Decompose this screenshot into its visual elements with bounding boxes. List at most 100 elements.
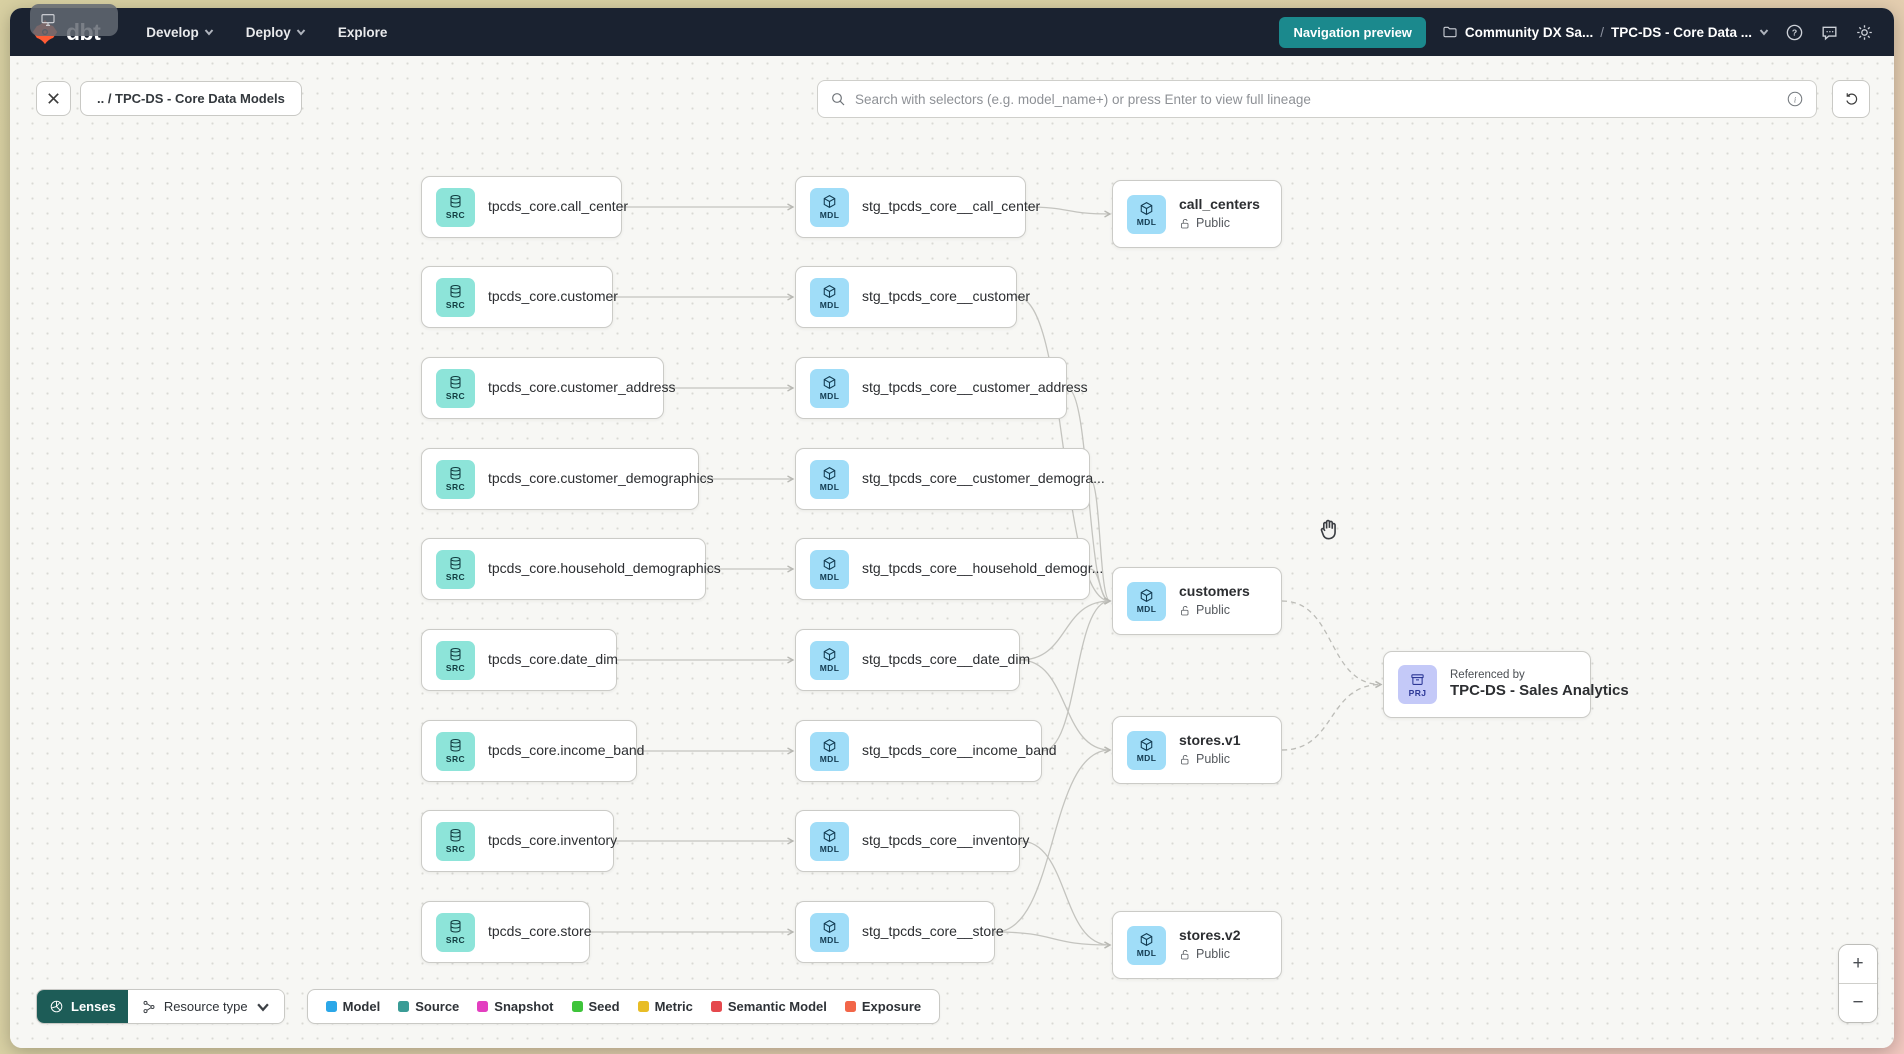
node-title: tpcds_core.customer_address: [488, 379, 676, 396]
lineage-node[interactable]: MDL stg_tpcds_core__household_demogr...: [795, 538, 1103, 600]
lineage-node[interactable]: SRC tpcds_core.customer: [421, 266, 618, 328]
legend-label: Snapshot: [494, 999, 554, 1014]
legend-label: Exposure: [861, 999, 922, 1014]
lineage-canvas[interactable]: SRC tpcds_core.call_center SRC tpcds_cor…: [10, 56, 1894, 1048]
nav-menu-deploy[interactable]: Deploy: [234, 17, 318, 48]
zoom-in-button[interactable]: +: [1839, 945, 1877, 983]
node-title: stg_tpcds_core__inventory: [862, 832, 1030, 849]
node-labels: stg_tpcds_core__date_dim: [862, 651, 1031, 669]
node-kind-icon: [1139, 932, 1154, 947]
search-input[interactable]: [855, 91, 1777, 107]
legend-label: Source: [415, 999, 460, 1014]
node-access-row: Public: [1179, 947, 1240, 963]
node-labels: tpcds_core.call_center: [488, 198, 628, 216]
node-icon-box: MDL: [810, 912, 849, 952]
help-button[interactable]: ?: [1785, 23, 1804, 42]
lineage-node[interactable]: PRJ Referenced by TPC-DS - Sales Analyti…: [1383, 651, 1629, 718]
resource-type-legend: Model Source Snapshot Seed Metric Semant…: [306, 989, 941, 1024]
node-labels: tpcds_core.inventory: [488, 832, 617, 850]
lineage-node[interactable]: MDL stg_tpcds_core__call_center: [795, 176, 1040, 238]
legend-item: Exposure: [844, 999, 922, 1014]
node-caption: Referenced by: [1450, 668, 1525, 681]
legend-swatch: [637, 1001, 649, 1012]
breadcrumb-project[interactable]: Community DX Sa...: [1464, 24, 1594, 40]
node-kind-icon: [448, 284, 463, 299]
lineage-node[interactable]: MDL stg_tpcds_core__date_dim: [795, 629, 1031, 691]
node-badge: MDL: [1136, 948, 1157, 958]
node-badge: MDL: [1136, 604, 1157, 614]
top-navbar: dbt Develop Deploy Explore Navigation pr…: [10, 8, 1894, 56]
zoom-out-button[interactable]: −: [1839, 984, 1877, 1022]
search-icon: [832, 93, 845, 106]
legend-swatch: [398, 1001, 410, 1012]
breadcrumb[interactable]: Community DX Sa... / TPC-DS - Core Data …: [1442, 24, 1769, 40]
node-kind-icon: [448, 375, 463, 390]
close-lineage-button[interactable]: [36, 81, 71, 116]
node-title: stg_tpcds_core__date_dim: [862, 651, 1031, 668]
node-labels: stg_tpcds_core__customer_address: [862, 379, 1088, 397]
node-badge: SRC: [445, 210, 466, 220]
feedback-button[interactable]: [1820, 23, 1839, 42]
node-badge: PRJ: [1408, 687, 1427, 698]
lenses-button[interactable]: Lenses: [37, 990, 128, 1023]
lineage-node[interactable]: SRC tpcds_core.date_dim: [421, 629, 618, 691]
lineage-node[interactable]: MDL stores.v2 Public: [1112, 911, 1282, 979]
node-badge: MDL: [819, 300, 840, 310]
lineage-node[interactable]: MDL customers Public: [1112, 567, 1282, 635]
lineage-edge: [1019, 840, 1112, 949]
node-title: tpcds_core.store: [488, 923, 592, 940]
node-badge: MDL: [819, 391, 840, 401]
lineage-nodes-layer: SRC tpcds_core.call_center SRC tpcds_cor…: [10, 56, 1894, 1048]
lineage-node[interactable]: MDL stores.v1 Public: [1112, 716, 1282, 784]
unlock-icon: [1179, 605, 1191, 617]
node-icon-box: SRC: [436, 459, 475, 499]
lineage-node[interactable]: SRC tpcds_core.household_demographics: [421, 538, 721, 600]
node-labels: stg_tpcds_core__household_demogr...: [862, 560, 1103, 578]
navigation-preview-button[interactable]: Navigation preview: [1279, 16, 1426, 48]
node-badge: MDL: [819, 572, 840, 582]
legend-label: Model: [342, 999, 381, 1014]
lineage-node[interactable]: MDL stg_tpcds_core__inventory: [795, 810, 1030, 872]
lineage-node[interactable]: SRC tpcds_core.call_center: [421, 176, 628, 238]
node-labels: stores.v2 Public: [1179, 927, 1240, 962]
breadcrumb-page[interactable]: TPC-DS - Core Data ...: [1610, 24, 1752, 40]
lineage-node[interactable]: SRC tpcds_core.customer_demographics: [421, 448, 714, 510]
node-kind-icon: [822, 919, 837, 934]
svg-text:i: i: [1794, 95, 1797, 104]
lineage-node[interactable]: MDL stg_tpcds_core__income_band: [795, 720, 1057, 782]
lineage-node[interactable]: MDL stg_tpcds_core__customer: [795, 266, 1030, 328]
node-title: stg_tpcds_core__store: [862, 923, 1004, 940]
lineage-edge: [1281, 600, 1383, 689]
unlock-icon: [1179, 754, 1191, 766]
lineage-node[interactable]: SRC tpcds_core.inventory: [421, 810, 617, 872]
lineage-node[interactable]: MDL stg_tpcds_core__customer_demogra...: [795, 448, 1105, 510]
lineage-node[interactable]: MDL stg_tpcds_core__customer_address: [795, 357, 1088, 419]
legend-item: Metric: [637, 999, 693, 1014]
legend-swatch: [571, 1001, 583, 1012]
node-kind-icon: [822, 284, 837, 299]
node-icon-box: MDL: [1127, 925, 1166, 965]
lineage-node[interactable]: SRC tpcds_core.store: [421, 901, 592, 963]
node-badge: MDL: [819, 663, 840, 673]
lineage-search-bar: i: [817, 80, 1817, 118]
lineage-node[interactable]: SRC tpcds_core.income_band: [421, 720, 644, 782]
node-labels: stg_tpcds_core__income_band: [862, 742, 1057, 760]
node-icon-box: SRC: [436, 640, 475, 680]
resource-type-dropdown[interactable]: Resource type: [127, 990, 284, 1023]
node-kind-icon: [822, 738, 837, 753]
node-badge: MDL: [819, 210, 840, 220]
lineage-node[interactable]: MDL call_centers Public: [1112, 180, 1282, 248]
nav-menu-explore[interactable]: Explore: [326, 17, 400, 48]
chevron-down-icon: [296, 29, 306, 36]
node-labels: tpcds_core.customer_address: [488, 379, 676, 397]
lineage-breadcrumb-chip[interactable]: .. / TPC-DS - Core Data Models: [80, 81, 302, 116]
refresh-lineage-button[interactable]: [1832, 80, 1870, 118]
lineage-node[interactable]: SRC tpcds_core.customer_address: [421, 357, 676, 419]
nav-menu-develop[interactable]: Develop: [134, 17, 226, 48]
settings-button[interactable]: [1855, 23, 1874, 42]
node-icon-box: MDL: [1127, 581, 1166, 621]
lineage-node[interactable]: MDL stg_tpcds_core__store: [795, 901, 1004, 963]
search-info-button[interactable]: i: [1786, 90, 1804, 108]
lineage-edge: [994, 746, 1112, 933]
node-badge: SRC: [445, 844, 466, 854]
